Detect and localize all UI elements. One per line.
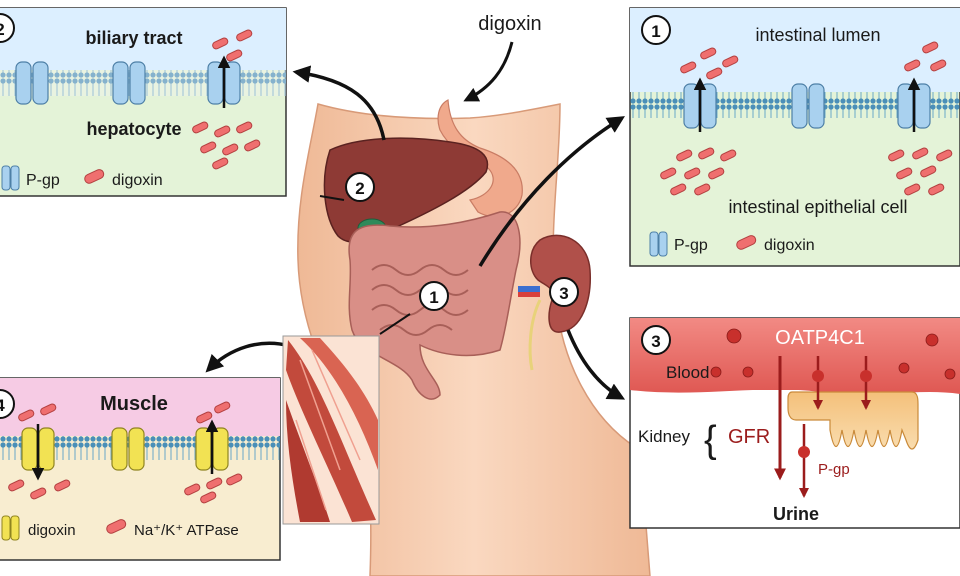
muscle-tissue-inset <box>282 335 380 525</box>
panel-number-3: 3 <box>641 325 671 355</box>
atpase-pump <box>111 427 145 471</box>
svg-text:1: 1 <box>651 22 660 41</box>
arrow-to-intestine-panel <box>478 116 625 267</box>
pgp-transporter <box>791 83 825 129</box>
arrow-to-kidney-panel <box>566 329 626 400</box>
pgp-transporter-active <box>683 77 717 132</box>
panel-number-1: 1 <box>641 15 671 45</box>
pgp-transporter <box>112 61 146 105</box>
legend-digoxin-label: digoxin <box>112 172 163 189</box>
panel-muscle: 4 Muscle <box>0 377 281 561</box>
legend-pgp-label: P-gp <box>26 172 60 189</box>
ion-molecules <box>8 401 243 504</box>
svg-text:4: 4 <box>0 396 5 415</box>
liver-callout-line <box>319 195 345 201</box>
muscle-title: Muscle <box>100 393 168 415</box>
pgp-efflux-label: P-gp <box>818 461 850 478</box>
blood-vessel-band <box>630 318 960 390</box>
legend-atpase-label: Na⁺/K⁺ ATPase <box>134 522 239 539</box>
panel-kidney: 3 OATP4C1 Blood Kidney { GFR P-gp Urine <box>629 317 960 529</box>
ureter <box>528 299 542 371</box>
intestinal-epithelial-cell-label: intestinal epithelial cell <box>728 197 907 217</box>
biliary-tract-label: biliary tract <box>85 28 182 48</box>
intestine-legend: P-gp digoxin <box>649 231 815 257</box>
intestinal-lumen-label: intestinal lumen <box>755 25 880 45</box>
panel-number-4: 4 <box>0 389 15 419</box>
blood-cells <box>710 328 956 380</box>
legend-digoxin-label: digoxin <box>28 522 76 539</box>
gfr-label: GFR <box>728 426 770 448</box>
panel-biliary: 2 biliary tract hepatocyte <box>0 7 287 197</box>
liver <box>323 137 489 243</box>
atpase-pump-outward <box>195 419 229 474</box>
kidney-label: Kidney <box>638 427 690 446</box>
digoxin-molecules <box>660 41 953 196</box>
body-marker-intestine: 1 <box>419 281 449 311</box>
legend-digoxin-label: digoxin <box>764 237 815 254</box>
svg-text:3: 3 <box>559 284 568 303</box>
oatp4c1-label: OATP4C1 <box>775 327 865 349</box>
arrow-to-biliary-panel <box>292 65 386 141</box>
intestine-callout-line <box>379 313 411 335</box>
svg-text:2: 2 <box>355 179 364 198</box>
renal-vessels <box>518 286 540 294</box>
body-marker-kidney: 3 <box>549 277 579 307</box>
digoxin-entry-arrow <box>463 41 514 102</box>
pgp-transporter <box>15 61 49 105</box>
svg-text:2: 2 <box>0 20 5 39</box>
small-intestine-coils <box>371 264 469 336</box>
body-marker-liver: 2 <box>345 172 375 202</box>
urine-label: Urine <box>773 504 819 524</box>
panel-number-2: 2 <box>0 13 15 43</box>
legend-pgp-label: P-gp <box>674 237 708 254</box>
blood-label: Blood <box>666 363 709 382</box>
pgp-transporter-active <box>897 77 931 132</box>
pgp-transporter-active <box>207 55 241 108</box>
digoxin-molecules <box>192 29 261 170</box>
hepatocyte-label: hepatocyte <box>86 119 181 139</box>
renal-artery <box>518 292 540 297</box>
kidney-brace: { <box>704 419 717 461</box>
svg-text:1: 1 <box>429 288 438 307</box>
center-digoxin-label: digoxin <box>478 13 541 35</box>
arrow-to-muscle-panel <box>205 341 291 373</box>
biliary-legend: P-gp digoxin <box>1 165 163 191</box>
muscle-legend: digoxin Na⁺/K⁺ ATPase <box>1 515 239 541</box>
panel-intestine: 1 intestinal lumen intestinal epithelial… <box>629 7 960 267</box>
atpase-pump-inward <box>21 424 55 481</box>
svg-text:3: 3 <box>651 332 660 351</box>
